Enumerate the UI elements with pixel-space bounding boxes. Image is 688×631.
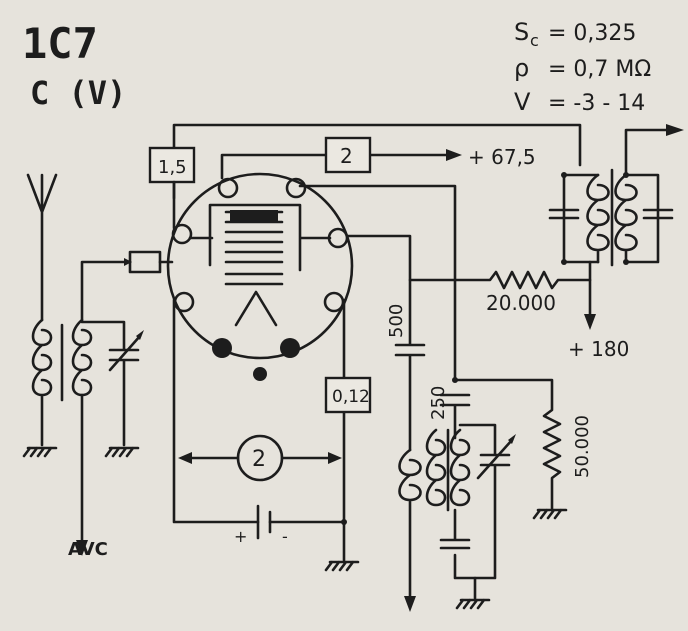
filament-battery xyxy=(172,298,347,540)
input-transformer xyxy=(31,260,132,556)
resistor-20000 xyxy=(408,260,596,330)
supply-180-label: + 180 xyxy=(568,337,629,361)
battery-minus: - xyxy=(282,527,288,546)
param-sc-value: = 0,325 xyxy=(548,21,636,46)
resistor-50000 xyxy=(452,377,568,520)
grid-cap xyxy=(124,250,174,274)
arrow-67 xyxy=(446,149,462,161)
c-250-label: 250 xyxy=(428,386,449,420)
cap-500 xyxy=(345,234,426,452)
tube-electrodes xyxy=(188,203,332,327)
tuned-circuit xyxy=(425,423,516,610)
ground-symbol xyxy=(22,446,58,458)
svg-text:2: 2 xyxy=(340,144,353,168)
param-v-value: = -3 - 14 xyxy=(548,91,645,116)
box-2: 2 xyxy=(324,136,372,174)
output-if-transformer xyxy=(548,124,684,267)
r-20000-label: 20.000 xyxy=(486,291,556,315)
choke-coil xyxy=(398,448,422,612)
r-50000-label: 50.000 xyxy=(572,415,593,478)
param-rho-value: = 0,7 MΩ xyxy=(548,57,651,82)
svg-text:1,5: 1,5 xyxy=(158,157,187,178)
c-500-label: 500 xyxy=(386,304,407,338)
cap-250 xyxy=(439,393,471,440)
box-1-5: 1,5 xyxy=(148,146,196,184)
filament-dimension xyxy=(178,434,342,482)
param-v-label: V xyxy=(514,88,531,116)
tube-name: 1C7 xyxy=(22,19,98,68)
tube-type: C (V) xyxy=(30,74,126,112)
screen-wire xyxy=(172,153,452,230)
battery-plus: + xyxy=(234,527,247,546)
plate-wire xyxy=(298,184,457,382)
circle-2-label: 2 xyxy=(252,447,266,472)
cathode-wire xyxy=(324,298,360,572)
param-sc-label: S xyxy=(514,18,529,46)
avc-label: AVC xyxy=(68,539,108,560)
param-sc-sub: c xyxy=(530,31,539,50)
input-variable-capacitor xyxy=(80,320,144,458)
antenna xyxy=(26,173,58,322)
box-0-12: 0,12 xyxy=(324,376,372,414)
supply-67-label: + 67,5 xyxy=(468,145,536,169)
svg-text:0,12: 0,12 xyxy=(332,387,370,407)
param-rho-label: ρ xyxy=(514,54,529,82)
